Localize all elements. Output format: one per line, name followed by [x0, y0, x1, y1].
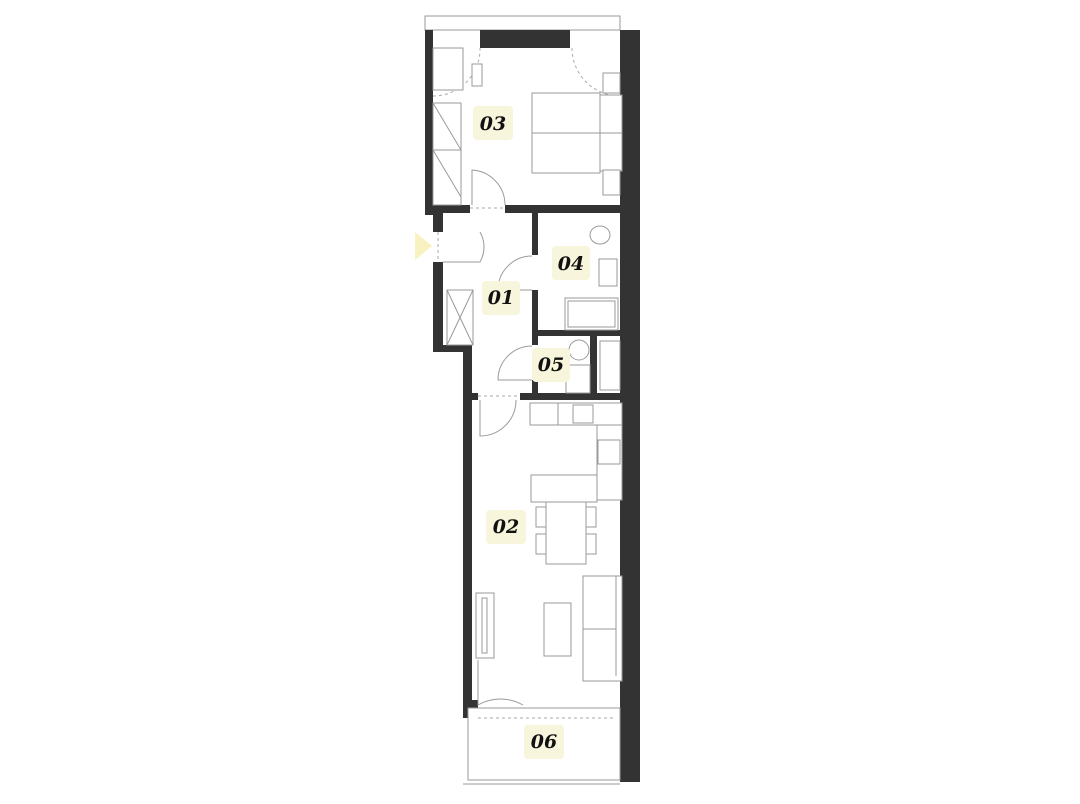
- living-left-wall: [463, 345, 472, 718]
- kitchen-counter: [529, 402, 559, 426]
- right-wall: [620, 30, 640, 782]
- kitchen-top-wall-left: [472, 393, 478, 400]
- room-label-03[interactable]: 03: [473, 106, 513, 140]
- room-number: 03: [480, 113, 506, 135]
- room-number: 02: [493, 516, 519, 538]
- wardrobe: [432, 102, 462, 206]
- top-wall-segment: [480, 30, 570, 48]
- closet-right-wall: [590, 336, 597, 395]
- sink: [572, 404, 594, 424]
- dining-chair: [585, 533, 597, 555]
- bedroom-door: [471, 169, 506, 206]
- nightstand: [602, 169, 621, 196]
- kitchen-top-wall-right: [520, 393, 620, 400]
- room-label-01[interactable]: 01: [482, 281, 520, 315]
- coffee-table: [543, 602, 572, 657]
- hall-left-wall: [433, 262, 443, 352]
- hall-left-wall-top: [433, 213, 443, 232]
- closet-left-wall: [532, 380, 538, 395]
- room-number: 06: [531, 731, 557, 753]
- room-label-06[interactable]: 06: [524, 725, 564, 759]
- bedroom-left-wall: [425, 30, 433, 215]
- toilet: [589, 225, 611, 245]
- cooktop: [597, 439, 621, 465]
- room-number: 04: [558, 253, 584, 275]
- room-number: 01: [488, 287, 514, 309]
- top-balcony-rail: [424, 15, 621, 31]
- dining-chair: [535, 533, 547, 555]
- closet-door: [497, 345, 533, 381]
- nightstand: [602, 72, 621, 94]
- window-swing-left: [432, 47, 481, 97]
- balcony-door: [477, 660, 524, 706]
- room-label-04[interactable]: 04: [552, 246, 590, 280]
- kitchen-island: [530, 474, 598, 503]
- bedroom-bottom-wall-left: [433, 205, 470, 213]
- hall-step-wall: [433, 345, 472, 352]
- dining-chair: [585, 506, 597, 528]
- room-label-05[interactable]: 05: [532, 348, 570, 382]
- pillow: [599, 132, 623, 172]
- furniture: [432, 47, 623, 785]
- living-bottom-wall-left: [472, 700, 478, 708]
- bath-left-wall-top: [532, 213, 538, 255]
- washing-machine: [568, 339, 590, 361]
- chair: [471, 63, 483, 87]
- bath-bottom-wall: [532, 330, 620, 336]
- desk: [432, 47, 464, 91]
- washbasin: [598, 258, 618, 287]
- pillow: [599, 94, 623, 134]
- room-label-02[interactable]: 02: [486, 510, 526, 544]
- kitchen-door: [479, 399, 517, 437]
- dining-chair: [535, 506, 547, 528]
- bath-left-wall-bottom: [532, 290, 538, 345]
- entrance-arrow-icon: [415, 232, 432, 260]
- room-number: 05: [538, 354, 564, 376]
- bedroom-bottom-wall-right: [505, 205, 620, 213]
- walls: [424, 15, 640, 782]
- entrance-door: [443, 231, 485, 263]
- shaft: [599, 340, 621, 391]
- dining-table: [545, 501, 587, 565]
